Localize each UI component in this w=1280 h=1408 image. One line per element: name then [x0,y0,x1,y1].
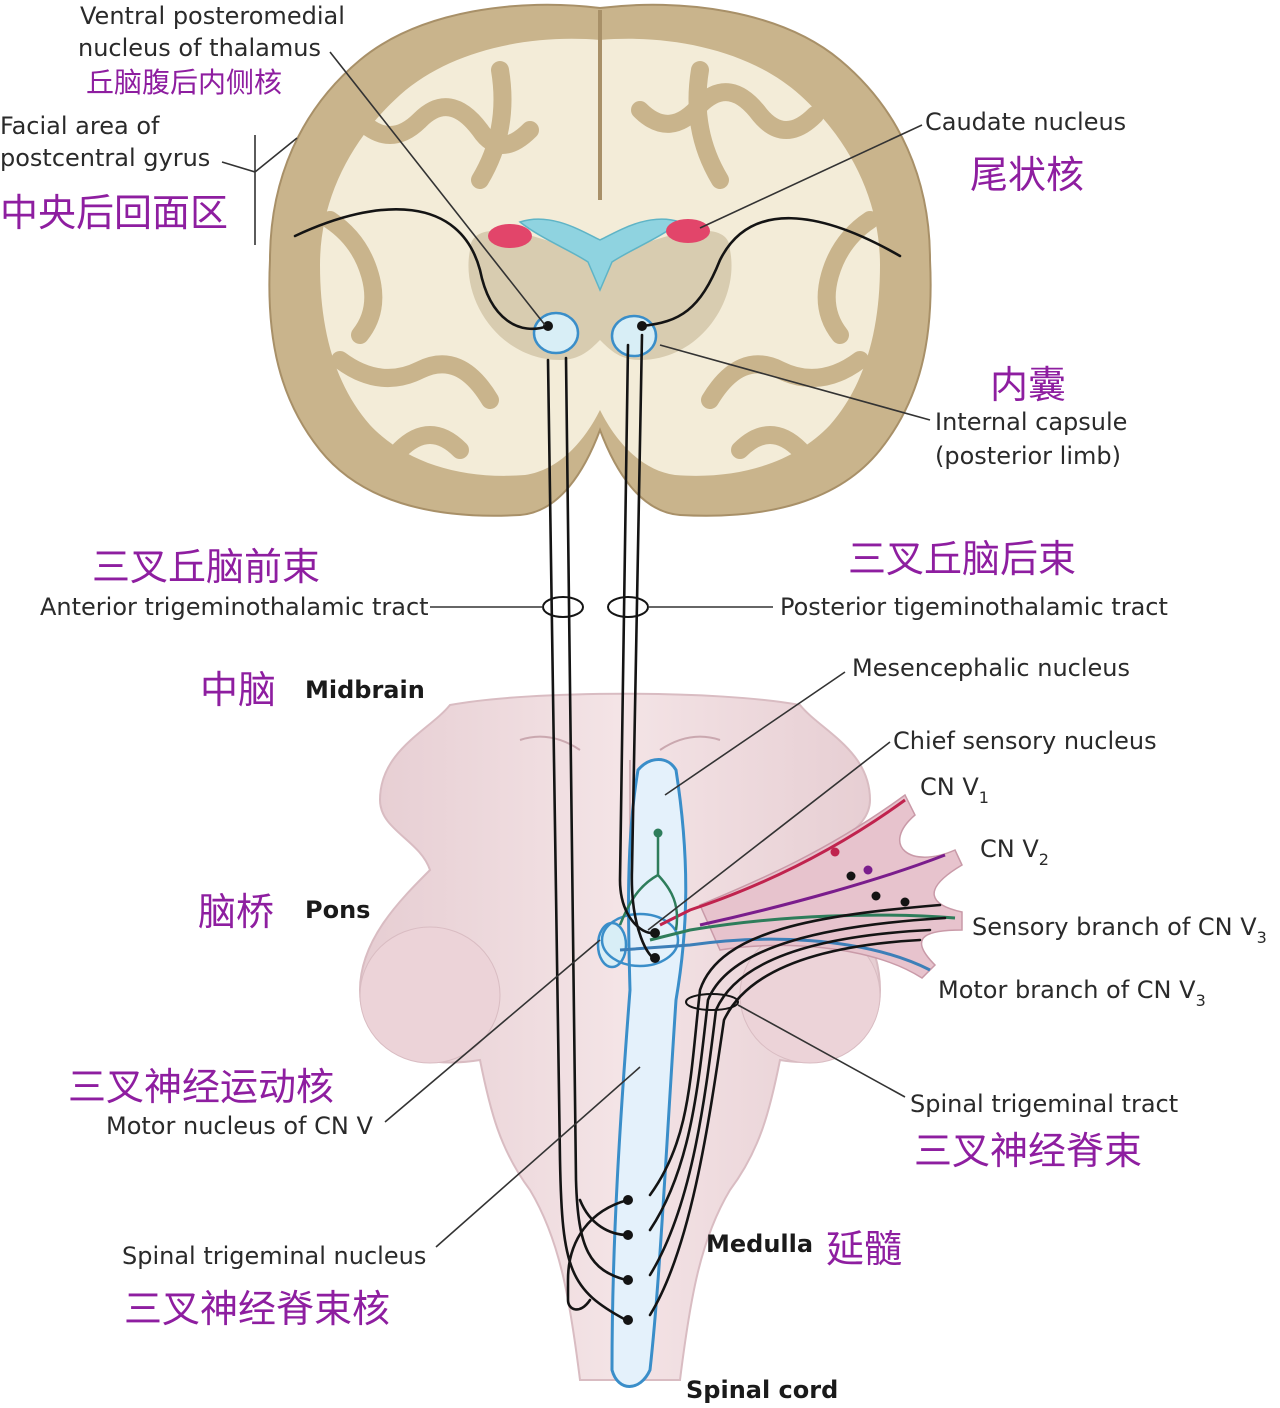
chief-sensory-label: Chief sensory nucleus [893,727,1157,755]
facial-area-label-en-line2: postcentral gyrus [0,144,210,172]
anterior-tract-label-zh: 三叉丘脑前束 [92,545,320,589]
internal-capsule-label-zh: 内囊 [990,363,1066,407]
anterior-tract-loop-1 [566,1198,630,1311]
brain-coronal-section [268,3,932,517]
left-bulge [359,926,501,1064]
spinal-tract-fiber-2 [648,916,947,1232]
chief-synapse-2 [650,953,660,963]
leader-lines [221,51,931,1248]
vpm-synapse-right [637,321,647,331]
sensory-v3-label: Sensory branch of CN V3 [972,913,1267,947]
anterior-tract-second [564,356,628,1282]
mesencephalic-cell [653,828,663,838]
v2-fiber [699,853,946,927]
anterior-tract-marker [542,596,584,618]
posterior-tract-label-en: Posterior tigeminothalamic tract [780,593,1168,621]
posterior-tract-marker [607,596,649,618]
cnv1-label: CN V1 [920,773,989,807]
spinal-synapse-4 [623,1315,633,1325]
v1-ganglion-dot [830,847,840,857]
v2-ganglion-dot [863,865,873,875]
facial-area-label-zh: 中央后回面区 [0,191,228,235]
motor-v3-label: Motor branch of CN V3 [938,976,1206,1010]
vpm-synapse-left [543,321,553,331]
spinal-synapse-3 [623,1275,633,1285]
midbrain-folds [519,735,721,751]
brainstem [358,692,963,1388]
spinal-tract-fiber-3 [648,928,932,1277]
nerve-fibers [293,208,956,1325]
cortical-projection-left [293,208,550,331]
ganglion-dot-2 [871,891,881,901]
pons-label-zh: 脑桥 [198,890,274,934]
vpm-label-en-line2: nucleus of thalamus [78,34,321,62]
anterior-tract-label-en: Anterior trigeminothalamic tract [40,593,429,621]
cnv2-label: CN V2 [980,835,1049,869]
chief-sensory-nucleus [600,912,680,968]
spinal-tract-fiber-4 [648,938,922,1317]
spinal-nucleus-label-en: Spinal trigeminal nucleus [122,1242,426,1270]
vpm-label-en-line1: Ventral posteromedial [80,2,345,30]
facial-area-label-en-line1: Facial area of [0,112,160,140]
spinal-synapse-1 [623,1195,633,1205]
mesencephalic-fiber [618,835,679,931]
vpm-nucleus-right [610,314,658,358]
spinal-cord-label: Spinal cord [686,1376,838,1404]
posterior-tract-label-zh: 三叉丘脑后束 [848,537,1076,581]
spinal-synapse-2 [623,1230,633,1240]
mesencephalic-label: Mesencephalic nucleus [852,654,1130,682]
spinal-tract-label-en: Spinal trigeminal tract [910,1090,1178,1118]
caudate-nucleus-right [666,219,710,243]
anterior-tract-loop-2 [578,1198,630,1237]
midbrain-label-zh: 中脑 [200,668,276,712]
internal-capsule-label-en-line1: Internal capsule [935,408,1127,436]
caudate-label-zh: 尾状核 [970,153,1084,197]
chief-synapse-1 [650,928,660,938]
motor-nucleus-label-en: Motor nucleus of CN V [106,1112,373,1140]
midbrain-label-en: Midbrain [305,676,425,704]
caudate-nucleus-left [488,224,532,248]
internal-capsule-label-en-line2: (posterior limb) [935,442,1121,470]
gyri-pattern [321,61,879,459]
ganglion-dot-3 [900,897,910,907]
posterior-tract-main [618,343,657,935]
caudate-label-en: Caudate nucleus [925,108,1126,136]
spinal-tract-fiber-1 [648,903,942,1197]
ganglion-dot-1 [846,871,856,881]
medulla-label-zh: 延髓 [826,1227,902,1271]
anterior-tract-main [546,358,628,1322]
pons-label-en: Pons [305,896,370,924]
spinal-tract-label-zh: 三叉神经脊束 [914,1129,1142,1173]
cortical-projection-right [640,216,902,328]
brainstem-shape [358,692,882,1381]
vpm-label-zh: 丘脑腹后内侧核 [86,66,282,99]
spinal-nucleus-label-zh: 三叉神经脊束核 [124,1287,390,1331]
v1-fiber [659,798,906,927]
v3-sensory-fiber [649,913,956,942]
medulla-label-en: Medulla [706,1230,813,1258]
v3-motor-fiber [619,937,931,972]
motor-nucleus-label-zh: 三叉神经运动核 [68,1065,334,1109]
